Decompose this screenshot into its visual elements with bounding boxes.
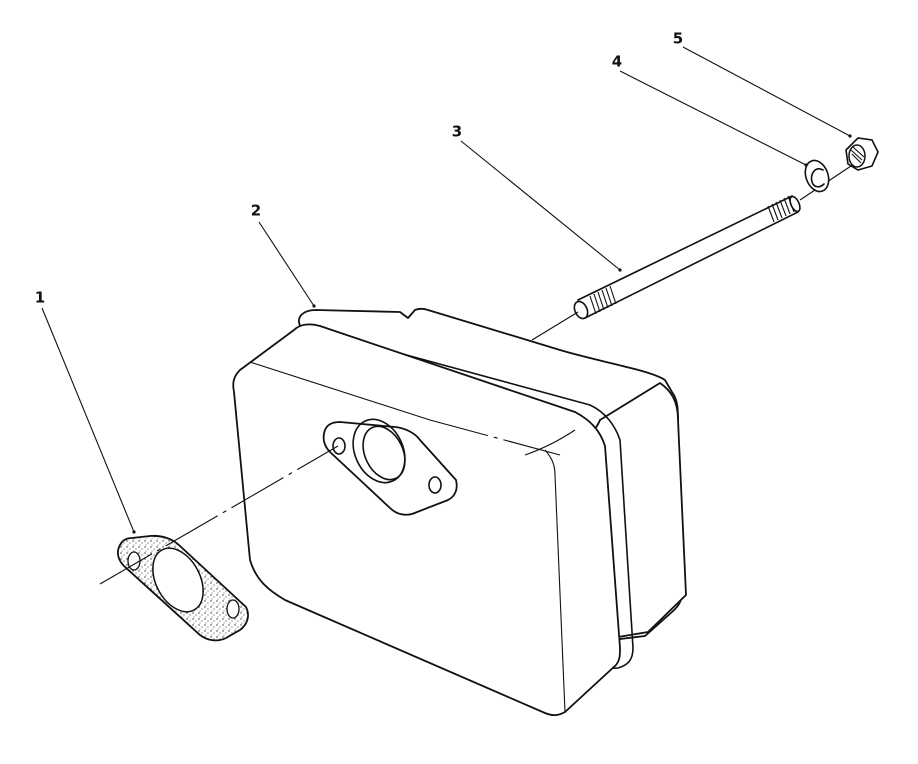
muffler — [232, 307, 687, 717]
callout-4-lock-washer: 4 — [611, 52, 623, 71]
nut — [845, 137, 879, 171]
callout-3-stud: 3 — [451, 122, 463, 141]
stud — [573, 195, 801, 320]
centerline-stud — [531, 311, 579, 341]
gasket — [117, 534, 249, 642]
centerline-washer — [799, 159, 861, 201]
centerline — [99, 445, 339, 585]
lock-washer — [804, 159, 830, 193]
callout-2-muffler: 2 — [250, 201, 262, 220]
callout-5-nut: 5 — [672, 29, 684, 48]
callout-1-gasket: 1 — [34, 288, 46, 307]
leader-lines — [41, 46, 852, 534]
